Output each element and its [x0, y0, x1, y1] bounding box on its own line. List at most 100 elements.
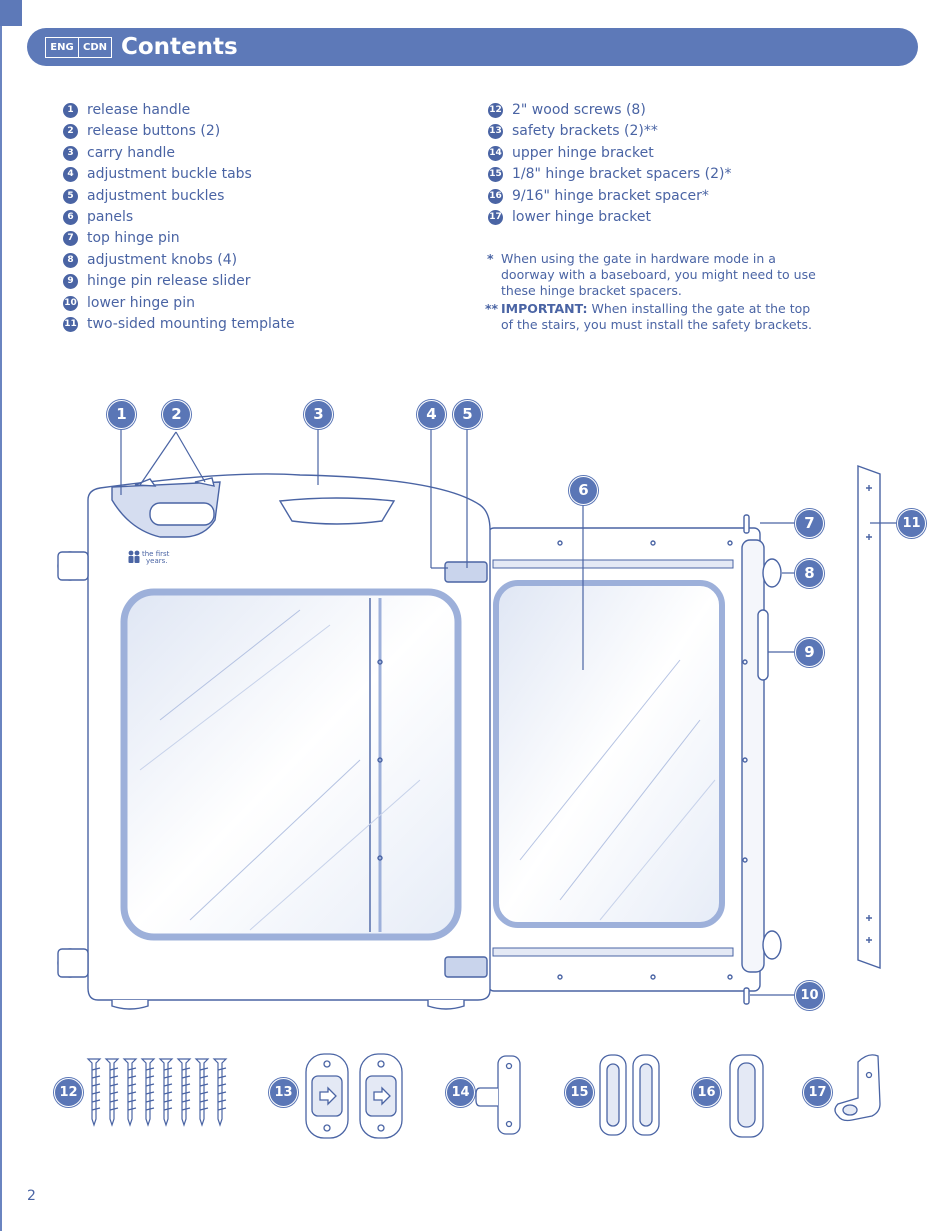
- item-number: 10: [63, 295, 78, 311]
- list-item: 7 top hinge pin: [63, 228, 295, 249]
- important-label: IMPORTANT:: [501, 301, 588, 316]
- spacer-note: * When using the gate in hardware mode i…: [487, 251, 817, 299]
- mounting-template: [857, 465, 881, 969]
- item-label: safety brackets (2)**: [512, 123, 658, 140]
- leader-lines: [120, 428, 898, 996]
- item-number: 2: [63, 124, 78, 140]
- corner-tab: [0, 0, 22, 26]
- callout-2: 2: [162, 400, 191, 429]
- callout-15: 15: [565, 1078, 594, 1107]
- callout-4: 4: [417, 400, 446, 429]
- screw-icon: [122, 1058, 138, 1127]
- callout-14: 14: [446, 1078, 475, 1107]
- list-item: 3 carry handle: [63, 143, 295, 164]
- callout-16: 16: [692, 1078, 721, 1107]
- item-label: two-sided mounting template: [87, 315, 295, 332]
- list-item: 16 9/16" hinge bracket spacer*: [488, 186, 732, 207]
- upper-hinge-bracket-icon: [475, 1055, 521, 1135]
- note-marker: **: [485, 301, 499, 316]
- callout-8: 8: [795, 559, 824, 588]
- note-text: When installing the gate at the top of t…: [501, 301, 812, 332]
- list-item: 10 lower hinge pin: [63, 293, 295, 314]
- item-number: 14: [488, 145, 503, 161]
- thick-spacer-icon: [729, 1054, 764, 1138]
- item-number: 4: [63, 167, 78, 183]
- item-number: 5: [63, 188, 78, 204]
- callout-10: 10: [795, 981, 824, 1010]
- item-label: hinge pin release slider: [87, 273, 251, 290]
- list-item: 11 two-sided mounting template: [63, 314, 295, 335]
- list-item: 17 lower hinge bracket: [488, 207, 732, 228]
- callout-1: 1: [107, 400, 136, 429]
- right-panel: [487, 514, 782, 1005]
- left-panel: [57, 473, 491, 1010]
- callout-11: 11: [897, 509, 926, 538]
- list-item: 15 1/8" hinge bracket spacers (2)*: [488, 164, 732, 185]
- svg-text:years.: years.: [146, 557, 168, 565]
- item-label: lower hinge pin: [87, 294, 195, 311]
- callout-7: 7: [795, 509, 824, 538]
- item-number: 11: [63, 316, 78, 332]
- item-number: 8: [63, 252, 78, 268]
- note-marker: *: [487, 251, 494, 266]
- callout-9: 9: [795, 638, 824, 667]
- item-label: top hinge pin: [87, 230, 180, 247]
- item-label: adjustment buckles: [87, 187, 225, 204]
- item-number: 12: [488, 103, 503, 118]
- item-number: 7: [63, 231, 78, 247]
- safety-bracket-icon: [305, 1053, 349, 1139]
- screw-icon: [176, 1058, 192, 1127]
- footnotes: * When using the gate in hardware mode i…: [485, 251, 817, 335]
- lower-hinge-bracket-icon: [834, 1054, 881, 1122]
- item-label: release handle: [87, 102, 191, 118]
- item-label: 1/8" hinge bracket spacers (2)*: [512, 166, 732, 183]
- screw-icon: [86, 1058, 102, 1127]
- spacer-icon: [632, 1054, 660, 1136]
- screw-icon: [194, 1058, 210, 1127]
- screw-icon: [104, 1058, 120, 1127]
- important-note: ** IMPORTANT: When installing the gate a…: [485, 301, 817, 333]
- list-item: 5 adjustment buckles: [63, 186, 295, 207]
- list-item: 14 upper hinge bracket: [488, 143, 732, 164]
- safety-brackets: [305, 1053, 403, 1139]
- spacer-icon: [599, 1054, 627, 1136]
- callout-3: 3: [304, 400, 333, 429]
- list-item: 8 adjustment knobs (4): [63, 250, 295, 271]
- brand-logo: the first years.: [128, 550, 170, 565]
- item-number: 6: [63, 209, 78, 225]
- callout-13: 13: [269, 1078, 298, 1107]
- item-number: 16: [488, 188, 503, 204]
- item-label: carry handle: [87, 144, 175, 161]
- lang-tag-cdn: CDN: [78, 37, 112, 58]
- item-label: 9/16" hinge bracket spacer*: [512, 187, 709, 204]
- callout-5: 5: [453, 400, 482, 429]
- item-number: 3: [63, 145, 78, 161]
- item-label: upper hinge bracket: [512, 144, 654, 161]
- thin-spacers: [599, 1054, 660, 1136]
- item-number: 9: [63, 274, 78, 290]
- callout-6: 6: [569, 476, 598, 505]
- item-label: adjustment knobs (4): [87, 251, 238, 268]
- screw-icon: [140, 1058, 156, 1127]
- list-item: 13 safety brackets (2)**: [488, 121, 732, 142]
- safety-bracket-icon: [359, 1053, 403, 1139]
- callout-17: 17: [803, 1078, 832, 1107]
- item-label: adjustment buckle tabs: [87, 166, 252, 183]
- section-header: ENG CDN Contents: [27, 28, 918, 66]
- wood-screws: [86, 1058, 228, 1127]
- item-number: 13: [488, 124, 503, 140]
- item-number: 17: [488, 209, 503, 225]
- item-number: 15: [488, 167, 503, 183]
- left-rule: [0, 26, 2, 1231]
- list-item: 4 adjustment buckle tabs: [63, 164, 295, 185]
- callout-12: 12: [54, 1078, 83, 1107]
- list-item: 9 hinge pin release slider: [63, 271, 295, 292]
- item-label: lower hinge bracket: [512, 208, 651, 225]
- screw-icon: [212, 1058, 228, 1127]
- page-number: 2: [27, 1188, 36, 1204]
